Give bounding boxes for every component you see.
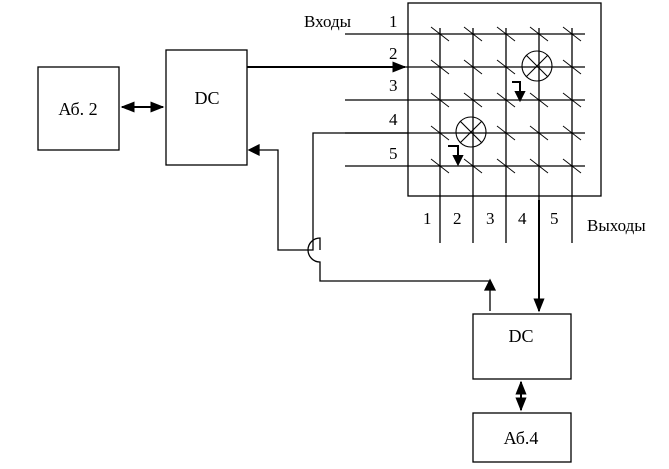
crosspoint-mark-5-1 xyxy=(430,158,450,174)
dc-bottom-label: DC xyxy=(508,326,533,346)
dc-bottom-block: DC xyxy=(472,313,572,380)
dc-left-block: DC xyxy=(165,49,248,166)
output-label-2: 2 xyxy=(453,209,462,228)
ab4-block: Аб.4 xyxy=(472,412,572,463)
feedback-line-to-dc-left xyxy=(247,132,408,251)
crosspoint-mark-5-3 xyxy=(496,158,516,174)
crosspoint-mark-3-1 xyxy=(430,92,450,108)
dc-left-label: DC xyxy=(194,88,219,108)
inputs-title: Входы xyxy=(304,12,352,31)
crosspoint-mark-1-5 xyxy=(562,26,582,42)
crosspoint-mark-3-4 xyxy=(529,92,549,108)
output-label-3: 3 xyxy=(486,209,495,228)
crosspoint-mark-4-1 xyxy=(430,125,450,141)
return-line-with-crossover xyxy=(307,237,497,311)
crosspoint-mark-1-1 xyxy=(430,26,450,42)
crosspoint-mark-2-5 xyxy=(562,59,582,75)
output-label-4: 4 xyxy=(518,209,527,228)
path-hook-left xyxy=(448,145,464,167)
closed-crosspoint-4-2 xyxy=(455,116,487,148)
path-hook-right xyxy=(512,81,526,103)
crosspoint-mark-5-5 xyxy=(562,158,582,174)
crosspoint-marks xyxy=(430,26,582,174)
crosspoint-mark-1-3 xyxy=(496,26,516,42)
crosspoint-mark-5-2 xyxy=(463,158,483,174)
crosspoint-mark-4-5 xyxy=(562,125,582,141)
crosspoint-mark-2-3 xyxy=(496,59,516,75)
ab2-block: Аб. 2 xyxy=(37,66,120,151)
crosspoint-mark-4-4 xyxy=(529,125,549,141)
input-label-5: 5 xyxy=(389,144,398,163)
closed-crosspoint-2-4 xyxy=(521,50,553,82)
crosspoint-mark-3-3 xyxy=(496,92,516,108)
input-label-3: 3 xyxy=(389,76,398,95)
output-label-1: 1 xyxy=(423,209,432,228)
input-label-2: 2 xyxy=(389,44,398,63)
crosspoint-mark-3-2 xyxy=(463,92,483,108)
crosspoint-mark-2-2 xyxy=(463,59,483,75)
outputs-title: Выходы xyxy=(587,216,646,235)
ab4-label: Аб.4 xyxy=(504,428,539,448)
input-label-1: 1 xyxy=(389,12,398,31)
input-label-4: 4 xyxy=(389,110,398,129)
crosspoint-mark-3-5 xyxy=(562,92,582,108)
ab2-label: Аб. 2 xyxy=(58,99,97,119)
crosspoint-mark-4-3 xyxy=(496,125,516,141)
output-label-5: 5 xyxy=(550,209,559,228)
crosspoint-mark-2-1 xyxy=(430,59,450,75)
crosspoint-mark-5-4 xyxy=(529,158,549,174)
crosspoint-mark-1-2 xyxy=(463,26,483,42)
crosspoint-mark-1-4 xyxy=(529,26,549,42)
